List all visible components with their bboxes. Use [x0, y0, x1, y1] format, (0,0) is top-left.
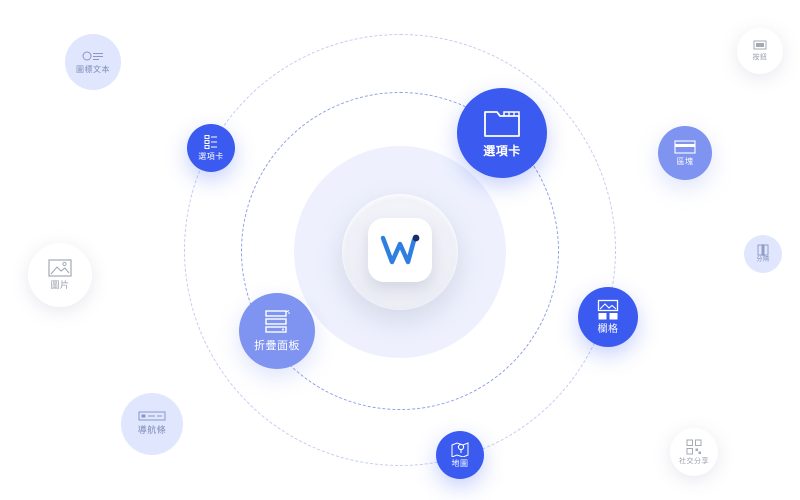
grid-node[interactable]: 欄格: [578, 287, 638, 347]
block-label: 區塊: [676, 156, 694, 166]
tab-card-small-label: 選項卡: [198, 152, 224, 162]
w-logo-icon: [380, 234, 420, 265]
image-grid-icon: [597, 299, 619, 320]
icon-text-icon: [82, 51, 103, 61]
grid-label: 欄格: [597, 323, 619, 335]
accordion-node[interactable]: 折疊面板: [239, 293, 315, 369]
block-card-icon: [674, 140, 696, 154]
map-label: 地圖: [451, 459, 469, 469]
list-checklist-icon: [204, 135, 217, 150]
navbar-node[interactable]: 導航條: [121, 393, 183, 455]
image-label: 圖片: [50, 280, 70, 291]
outer-orbit-ring: [184, 34, 616, 466]
image-node[interactable]: 圖片: [28, 243, 92, 307]
block-node[interactable]: 區塊: [658, 126, 712, 180]
social-share-node[interactable]: 社交分享: [670, 428, 718, 476]
folder-icon: [484, 111, 520, 137]
navbar-label: 導航條: [137, 426, 167, 437]
accordion-label: 折疊面板: [254, 339, 300, 353]
inner-orbit-ring: [241, 92, 559, 410]
button-node[interactable]: 按鈕: [737, 28, 783, 74]
center-logo[interactable]: [368, 218, 432, 282]
image-icon: [48, 259, 72, 277]
divider-label: 分隔: [756, 256, 770, 264]
button-label: 按鈕: [752, 53, 768, 62]
tab-card-node-small[interactable]: 選項卡: [187, 124, 235, 172]
tab-card-node-main[interactable]: 選項卡: [457, 88, 547, 178]
icon-text-label: 圖標文本: [76, 64, 110, 74]
divider-icon: [757, 244, 769, 257]
map-node[interactable]: 地圖: [436, 431, 484, 479]
social-share-icon: [686, 439, 702, 455]
button-icon: [753, 40, 767, 50]
tab-card-main-label: 選項卡: [483, 144, 521, 159]
accordion-panel-icon: [265, 310, 290, 333]
map-pin-icon: [451, 442, 469, 458]
icon-text-node[interactable]: 圖標文本: [65, 34, 121, 90]
divider-node[interactable]: 分隔: [744, 235, 782, 273]
navbar-icon: [138, 411, 166, 421]
social-share-label: 社交分享: [679, 456, 709, 465]
